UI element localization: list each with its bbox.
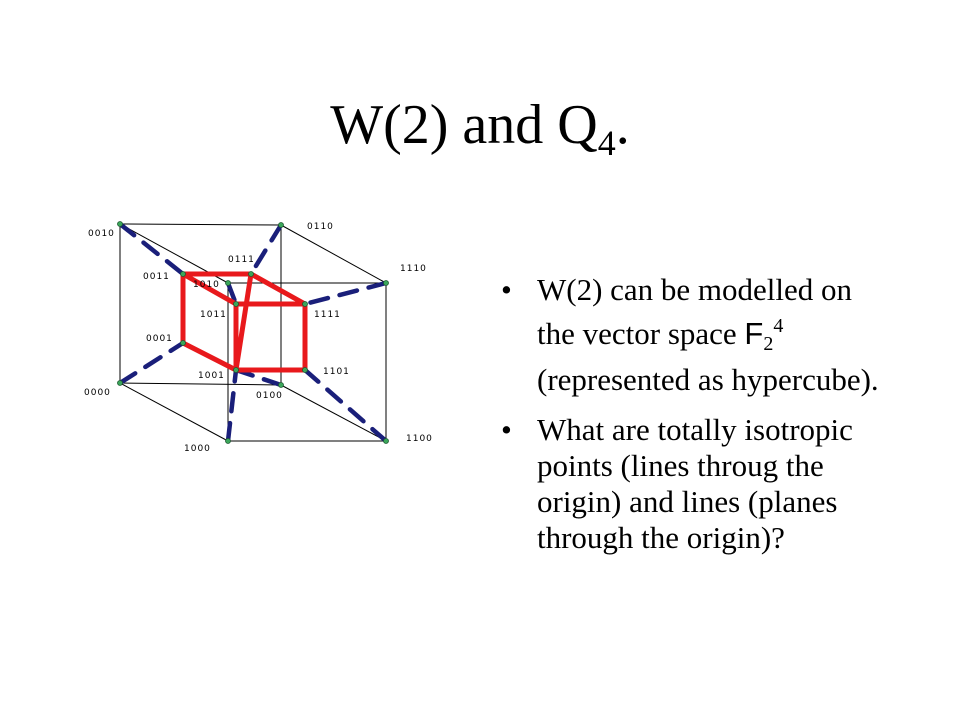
vertex-label-0000: 0000 [84, 388, 111, 398]
vertices [117, 221, 389, 444]
bullet-item-vector-space: • W(2) can be modelled on the vector spa… [497, 272, 897, 398]
dashed-edge-0000-0001 [117, 340, 186, 386]
vertex-1111 [302, 301, 308, 307]
field-subscript: 2 [763, 333, 774, 355]
thin-edge-0000-0100 [119, 382, 282, 386]
vertex-label-1100: 1100 [406, 434, 433, 444]
vertex-label-1011: 1011 [200, 310, 227, 320]
title-subscript: 4 [597, 123, 616, 163]
thin-edge-0000-1000 [119, 382, 229, 442]
red-edge-0111-1001 [233, 271, 254, 373]
vertex-label-0001: 0001 [146, 334, 173, 344]
vertex-0111 [248, 271, 254, 277]
vertex-label-0110: 0110 [307, 222, 334, 232]
dashed-edge-0010-0011 [117, 221, 186, 277]
red-edge-0111-1111 [248, 271, 308, 307]
dashed-edge-1000-1001 [225, 367, 239, 444]
vertex-1100 [383, 438, 389, 444]
vertex-1011 [233, 301, 239, 307]
vertex-1001 [233, 367, 239, 373]
title-suffix: . [615, 94, 630, 156]
thin-edge-0010-0110 [119, 223, 282, 226]
vertex-label-1101: 1101 [323, 367, 350, 377]
bullet-text-part1: W(2) can be modelled on the vector space [537, 272, 853, 351]
dashed-edge-1110-1111 [302, 280, 389, 307]
bullet-dot-icon: • [501, 272, 512, 307]
red-edge-0001-1001 [180, 340, 239, 373]
vertex-0001 [180, 340, 186, 346]
red-edge-1011-0011 [180, 271, 239, 307]
vertex-label-1000: 1000 [184, 444, 211, 454]
vertex-label-0100: 0100 [256, 391, 283, 401]
vertex-1110 [383, 280, 389, 286]
vertex-0110 [278, 222, 284, 228]
bullet-text-part2: (represented as hypercube). [537, 362, 879, 397]
vertex-labels: 0010 0110 0111 1110 0011 1010 1011 1111 … [84, 222, 433, 454]
vertex-label-1001: 1001 [198, 371, 225, 381]
thin-edge-0110-1110 [280, 224, 387, 284]
bullet-item-question: • What are totally isotropic points (lin… [497, 412, 897, 556]
vertex-0000 [117, 380, 123, 386]
bullet-text-question: What are totally isotropic points (lines… [537, 412, 853, 555]
title-main: W(2) and Q [330, 94, 598, 156]
slide-title: W(2) and Q4. [0, 90, 960, 178]
vertex-label-0011: 0011 [143, 272, 170, 282]
vertex-label-0010: 0010 [88, 229, 115, 239]
vertex-label-1111: 1111 [314, 310, 341, 320]
vertex-0100 [278, 382, 284, 388]
vertex-1101 [302, 367, 308, 373]
vertex-1010 [225, 280, 231, 286]
bullet-dot-icon: • [501, 412, 512, 447]
thin-edge-0100-1100 [280, 384, 387, 442]
vertex-label-1110: 1110 [400, 264, 427, 274]
vertex-label-0111: 0111 [228, 255, 255, 265]
thin-edges [119, 223, 387, 442]
field-superscript: 4 [773, 315, 784, 337]
dashed-edge-0110-0111 [248, 222, 284, 277]
vertex-0010 [117, 221, 123, 227]
vertex-1000 [225, 438, 231, 444]
vertex-label-1010: 1010 [193, 280, 220, 290]
field-symbol: F [744, 316, 764, 351]
bullet-list: • W(2) can be modelled on the vector spa… [497, 272, 897, 570]
vertex-0011 [180, 271, 186, 277]
red-cube-edges [180, 271, 308, 373]
dashed-edge-1100-1101 [302, 367, 389, 444]
